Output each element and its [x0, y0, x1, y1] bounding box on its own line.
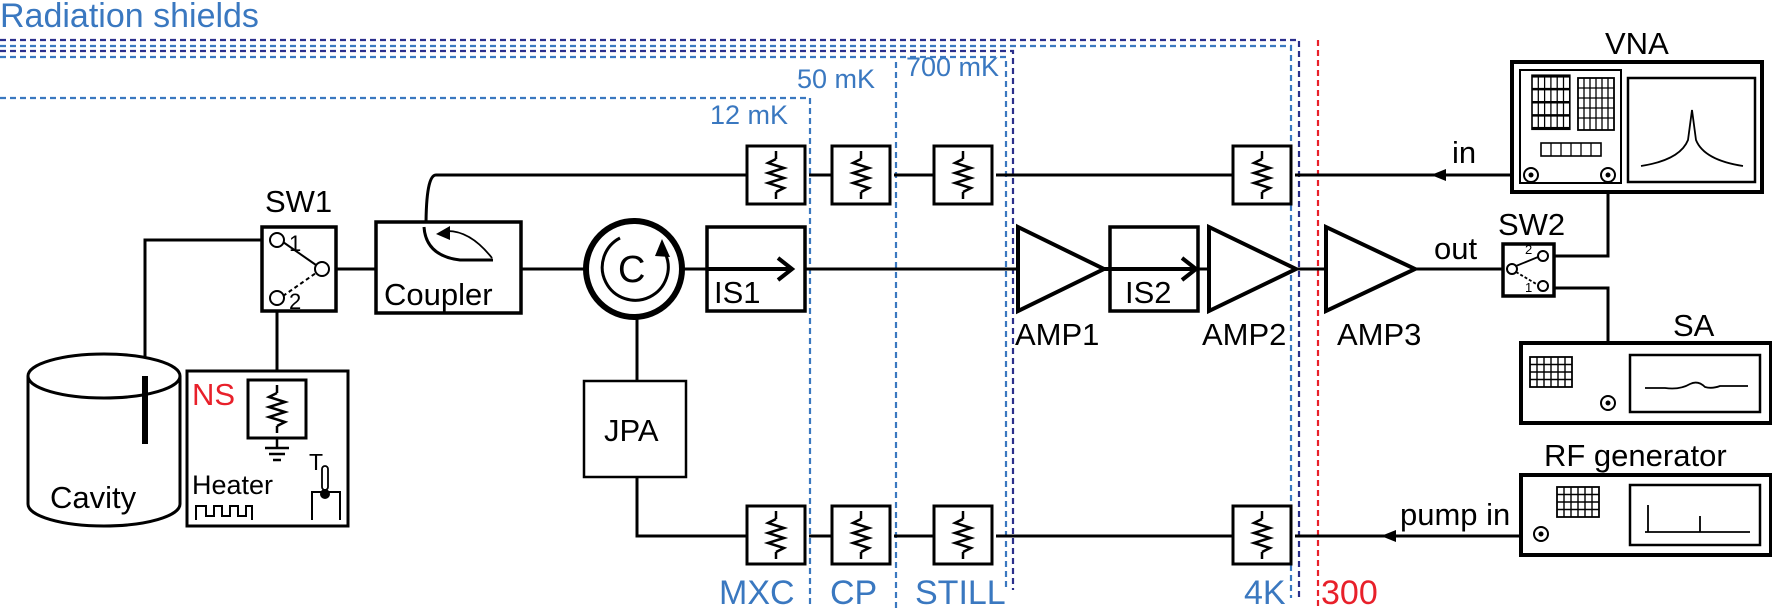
circulator-label: C [618, 249, 645, 291]
in-arrow [1431, 169, 1446, 181]
sw1-port2-label: 2 [289, 289, 301, 314]
is2-label: IS2 [1125, 275, 1172, 310]
sw2-switch[interactable]: 2 1 [1501, 242, 1556, 298]
sw1-port1-label: 1 [289, 231, 301, 256]
attenuator-mxc-pump [745, 504, 807, 566]
sa-label: SA [1673, 308, 1715, 343]
diagram-title: Radiation shields [0, 0, 259, 35]
pump-in-arrow [1381, 530, 1396, 542]
vna-port-out [1600, 167, 1616, 183]
sw1-switch[interactable]: 1 2 [260, 225, 338, 314]
sa-port [1600, 395, 1616, 411]
rf-generator-port [1533, 526, 1549, 542]
wiring [143, 173, 1610, 538]
amp3-label: AMP3 [1337, 317, 1421, 352]
stage-label-50mk: 50 mK [797, 64, 875, 94]
amp1-label: AMP1 [1015, 317, 1099, 352]
signal-in-label: in [1452, 135, 1476, 170]
is1-label: IS1 [714, 275, 761, 310]
sa-instrument [1519, 341, 1772, 425]
heater-coil-icon [195, 505, 253, 520]
signal-out-label: out [1434, 231, 1477, 266]
vna-keypad-left [1530, 74, 1572, 131]
attenuator-mxc-in [745, 144, 807, 206]
thermometer-icon [311, 465, 341, 520]
shield-line-still-b [0, 55, 1008, 590]
amplifier-amp1 [1016, 223, 1109, 315]
isolator-is1: IS1 [705, 225, 807, 313]
shield-line-mxc [0, 96, 812, 608]
heater-label: Heater [192, 470, 273, 500]
vna-resonance-trace [1640, 109, 1744, 167]
jpa: JPA [582, 379, 688, 479]
sw1-label: SW1 [265, 184, 332, 219]
stage-label-700mk: 700 mK [906, 52, 999, 82]
stage-label-still: STILL [915, 574, 1006, 611]
vna-port-in [1523, 167, 1539, 183]
stage-label-12mk: 12 mK [710, 100, 788, 130]
sa-noise-trace [1645, 381, 1748, 390]
amp2-label: AMP2 [1202, 317, 1286, 352]
thermometer-label: T [309, 449, 323, 475]
noise-source-box: NS Heater T [185, 369, 350, 528]
attenuator-cp-pump [830, 504, 892, 566]
amplifier-amp2 [1207, 223, 1301, 315]
attenuator-4k-in [1231, 144, 1293, 206]
ns-label: NS [192, 377, 235, 412]
sa-keypad [1529, 356, 1573, 388]
rf-generator-instrument [1519, 473, 1772, 557]
coupler: Coupler [374, 220, 523, 315]
shield-line-4k [0, 38, 1301, 598]
jpa-label: JPA [604, 413, 659, 448]
stage-label-300: 300 [1321, 574, 1378, 611]
vna-instrument [1510, 60, 1764, 194]
rf-generator-tone-trace [1645, 505, 1750, 533]
cavity: Cavity [26, 352, 182, 528]
rf-generator-keypad [1556, 486, 1600, 518]
attenuator-4k-pump [1231, 504, 1293, 566]
rf-generator-label: RF generator [1544, 438, 1727, 473]
stage-label-4k: 4K [1244, 574, 1286, 611]
vna-label: VNA [1605, 26, 1669, 61]
circulator: C [583, 218, 685, 320]
isolator-is2: IS2 [1104, 225, 1200, 313]
signal-pump-in-label: pump in [1400, 497, 1510, 532]
amplifier-amp3 [1324, 223, 1420, 315]
shield-line-still [0, 49, 1015, 590]
sw2-port1-label: 1 [1525, 280, 1532, 295]
coupler-label: Coupler [384, 277, 493, 312]
attenuator-still-in [932, 144, 994, 206]
attenuator-still-pump [932, 504, 994, 566]
sw2-port2-label: 2 [1525, 242, 1532, 257]
sw2-label: SW2 [1498, 207, 1565, 242]
stage-label-cp: CP [830, 574, 877, 611]
shield-line-4k-b [0, 44, 1293, 598]
stage-label-mxc: MXC [719, 574, 795, 611]
cavity-label: Cavity [50, 480, 137, 515]
attenuator-cp-in [830, 144, 892, 206]
radiation-shields [0, 38, 1320, 608]
